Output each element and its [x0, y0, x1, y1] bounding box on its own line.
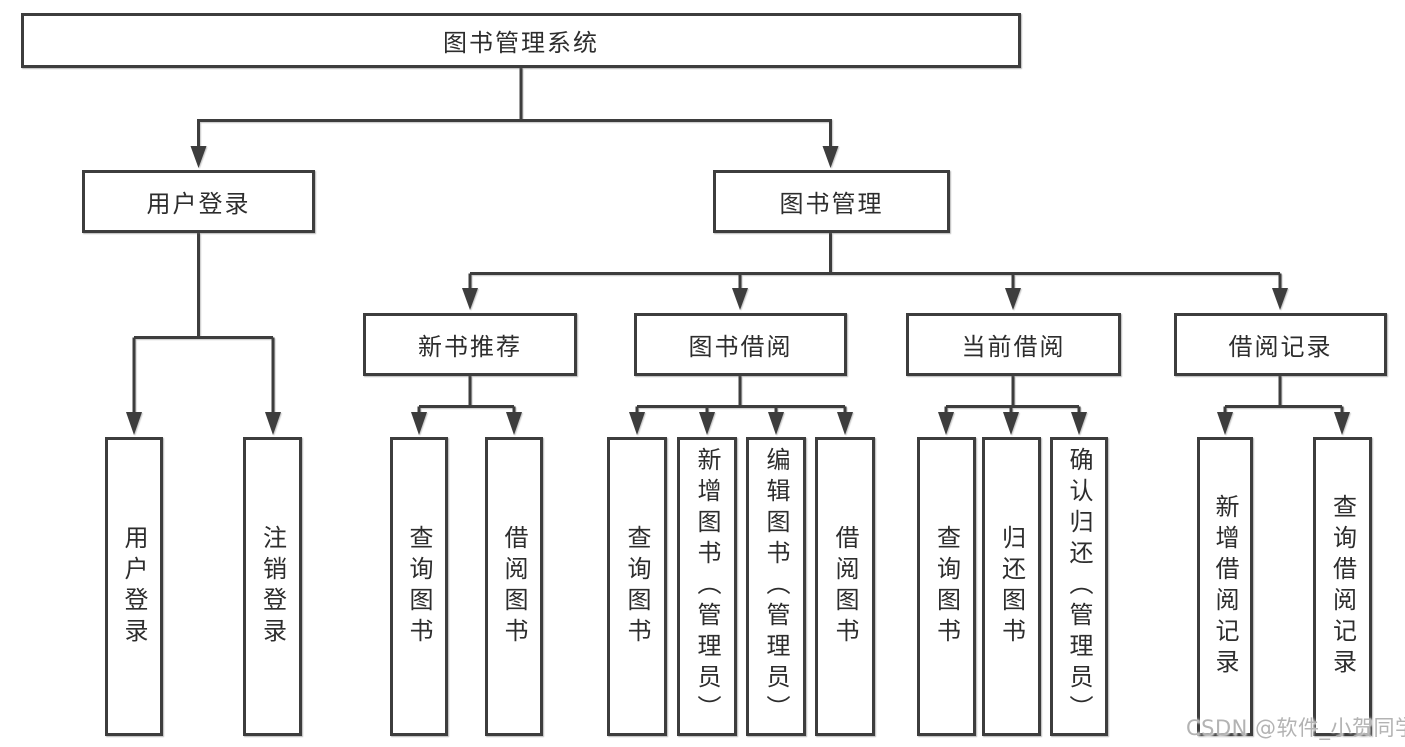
leaf-query-books-recommend: 查询图书: [390, 437, 448, 736]
leaf-label: 确认归还（管理员）: [1065, 447, 1093, 726]
leaf-add-borrow-record: 新增借阅记录: [1197, 437, 1253, 736]
node-root-library-system: 图书管理系统: [21, 13, 1021, 68]
node-current-borrow: 当前借阅: [906, 313, 1121, 376]
leaf-confirm-return-admin: 确认归还（管理员）: [1050, 437, 1108, 736]
leaf-query-books-current: 查询图书: [917, 437, 976, 736]
node-borrow-records: 借阅记录: [1174, 313, 1387, 376]
arrow-down-icons: [126, 146, 1350, 435]
leaf-logout: 注销登录: [243, 437, 302, 736]
leaf-label: 借阅图书: [831, 524, 859, 649]
leaf-edit-book-admin: 编辑图书（管理员）: [746, 437, 806, 736]
node-user-login: 用户登录: [82, 170, 315, 233]
leaf-label: 编辑图书（管理员）: [762, 447, 790, 726]
leaf-add-book-admin: 新增图书（管理员）: [677, 437, 737, 736]
leaf-label: 查询图书: [405, 524, 433, 649]
node-book-management: 图书管理: [713, 170, 950, 233]
leaf-label: 查询借阅记录: [1328, 493, 1357, 680]
leaf-label: 查询图书: [623, 524, 651, 649]
connector-segments: [132, 68, 1344, 414]
leaf-label: 借阅图书: [500, 524, 528, 649]
leaf-return-book: 归还图书: [982, 437, 1041, 736]
leaf-borrow-books: 借阅图书: [815, 437, 875, 736]
leaf-label: 用户登录: [120, 524, 148, 649]
leaf-borrow-books-recommend: 借阅图书: [485, 437, 543, 736]
leaf-label: 归还图书: [997, 524, 1026, 649]
leaf-query-borrow-record: 查询借阅记录: [1313, 437, 1372, 736]
leaf-label: 注销登录: [258, 524, 287, 649]
leaf-query-books-borrow: 查询图书: [607, 437, 667, 736]
node-book-borrow: 图书借阅: [634, 313, 847, 376]
node-new-book-recommend: 新书推荐: [363, 313, 577, 376]
watermark: CSDN @软件_小贺同学: [1186, 716, 1405, 740]
leaf-label: 新增借阅记录: [1211, 493, 1239, 680]
leaf-label: 查询图书: [932, 524, 961, 649]
leaf-user-login: 用户登录: [105, 437, 163, 736]
leaf-label: 新增图书（管理员）: [693, 447, 721, 726]
